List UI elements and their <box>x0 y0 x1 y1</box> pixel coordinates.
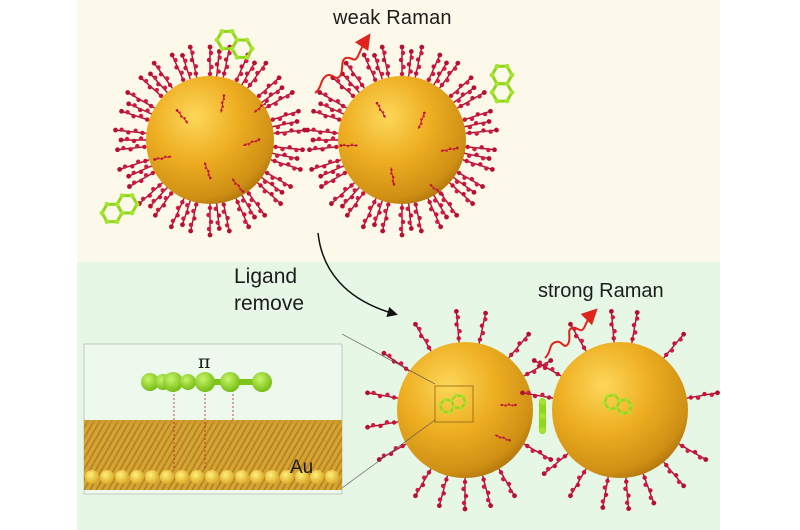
weak-raman-wave-icon <box>314 33 371 94</box>
bottom-nanoparticle-right <box>518 307 722 513</box>
pi-label: π <box>198 351 211 373</box>
gap-molecule <box>539 398 546 434</box>
au-label: Au <box>290 457 314 478</box>
ligand-remove-line1: Ligand <box>234 265 298 288</box>
weak-raman-label: weak Raman <box>333 7 452 29</box>
ligand-remove-line2: remove <box>234 292 305 315</box>
ligand-remove-arrow-icon <box>317 232 398 318</box>
inset-pi-au <box>83 343 343 495</box>
bottom-nanoparticle-left <box>363 307 556 513</box>
top-nanoparticle-left <box>112 43 308 239</box>
ligand-remove-label: Ligand remove <box>234 263 304 317</box>
strong-raman-wave-icon <box>544 308 598 359</box>
au-atom-row <box>85 470 339 484</box>
strong-raman-label: strong Raman <box>538 280 664 302</box>
flat-aromatic-molecule <box>141 372 272 392</box>
gold-sphere <box>146 76 274 204</box>
top-nanoparticle-right <box>305 44 499 237</box>
